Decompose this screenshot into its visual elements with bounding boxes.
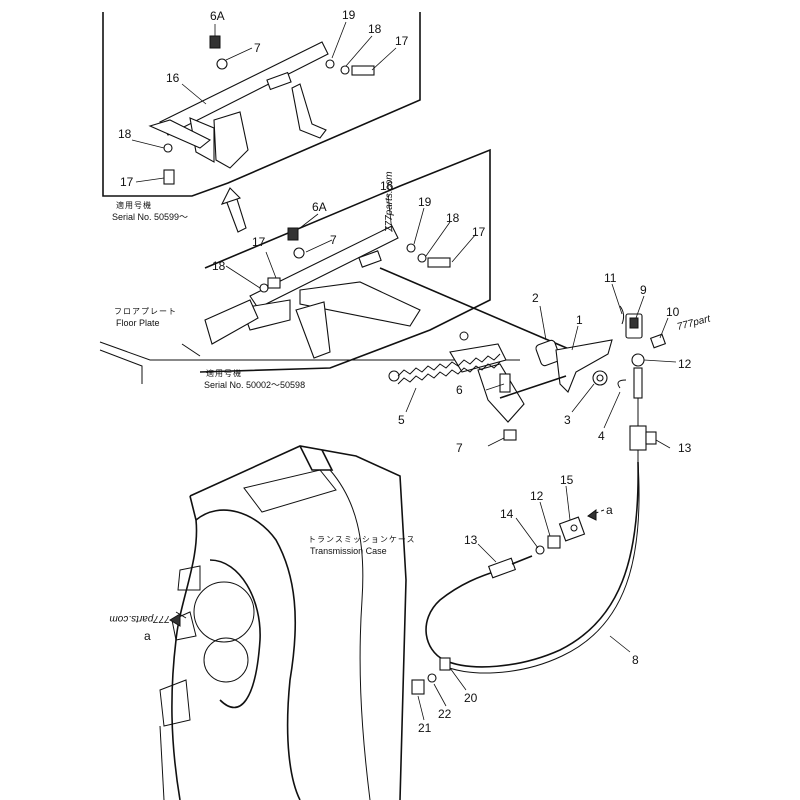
callout-12-lower: 12 <box>530 489 544 503</box>
callout-13-lower: 13 <box>464 533 478 547</box>
pedal-assembly <box>379 267 667 462</box>
callouts: 6A 7 19 18 17 16 18 17 16 6A 19 18 17 17… <box>118 8 692 735</box>
callout-20: 20 <box>464 691 478 705</box>
mid-inset-frame <box>199 148 491 373</box>
callout-1: 1 <box>576 313 583 327</box>
callout-19-mid: 19 <box>418 195 432 209</box>
control-cable <box>425 461 640 674</box>
callout-a-left: a <box>144 629 151 643</box>
callout-18-midleft: 18 <box>212 259 226 273</box>
transmission-case <box>159 445 407 800</box>
callout-7-mid: 7 <box>330 233 337 247</box>
callout-8: 8 <box>632 653 639 667</box>
main-leaders <box>405 283 677 449</box>
callout-16-top: 16 <box>166 71 180 85</box>
callout-6a-mid: 6A <box>312 200 327 214</box>
floor-plate-jp: フロアプレート <box>114 307 177 316</box>
callout-9: 9 <box>640 283 647 297</box>
callout-2: 2 <box>532 291 539 305</box>
transmission-jp: トランスミッションケース <box>308 535 415 544</box>
mid-leaders <box>225 193 477 289</box>
callout-22: 22 <box>438 707 452 721</box>
callout-7-bottom: 7 <box>456 441 463 455</box>
watermarks: 777parts.com 777part 777parts.com <box>109 171 712 624</box>
cable-end-fittings <box>411 485 605 721</box>
callout-10: 10 <box>666 305 680 319</box>
top-inset-frame <box>102 12 421 197</box>
callout-18-topleft: 18 <box>118 127 132 141</box>
callout-6: 6 <box>456 383 463 397</box>
floor-plate <box>99 341 520 384</box>
callout-17-top: 17 <box>395 34 409 48</box>
serial-mid-jp: 適用号機 <box>206 368 242 378</box>
callout-6a-top: 6A <box>210 9 225 23</box>
callout-5: 5 <box>398 413 405 427</box>
callout-7-top: 7 <box>254 41 261 55</box>
callout-4: 4 <box>598 429 605 443</box>
labels: 適用号機 Serial No. 50599～ 適用号機 Serial No. 5… <box>112 200 415 556</box>
callout-16-mid: 16 <box>380 179 394 193</box>
floor-plate-label: Floor Plate <box>116 318 160 328</box>
callout-18-mid: 18 <box>446 211 460 225</box>
callout-3: 3 <box>564 413 571 427</box>
callout-11: 11 <box>604 271 617 285</box>
callout-13-right: 13 <box>678 441 692 455</box>
watermark-left: 777parts.com <box>109 613 170 624</box>
callout-17-mid: 17 <box>472 225 486 239</box>
watermark-vertical: 777parts.com <box>384 171 395 232</box>
callout-21: 21 <box>418 721 432 735</box>
callout-a-right: a <box>606 503 613 517</box>
callout-15: 15 <box>560 473 574 487</box>
callout-19-top: 19 <box>342 8 356 22</box>
callout-18-top: 18 <box>368 22 382 36</box>
callout-17-topleft: 17 <box>120 175 134 189</box>
callout-14: 14 <box>500 507 514 521</box>
callout-17-midleft: 17 <box>252 235 266 249</box>
top-leaders <box>131 21 397 183</box>
transmission-label: Transmission Case <box>310 546 387 556</box>
watermark-right: 777part <box>676 313 713 333</box>
transition-arrow <box>220 187 247 233</box>
serial-mid: Serial No. 50002～50598 <box>204 380 305 390</box>
serial-top-jp: 適用号機 <box>116 200 152 210</box>
serial-top: Serial No. 50599～ <box>112 212 188 222</box>
callout-12-right: 12 <box>678 357 692 371</box>
